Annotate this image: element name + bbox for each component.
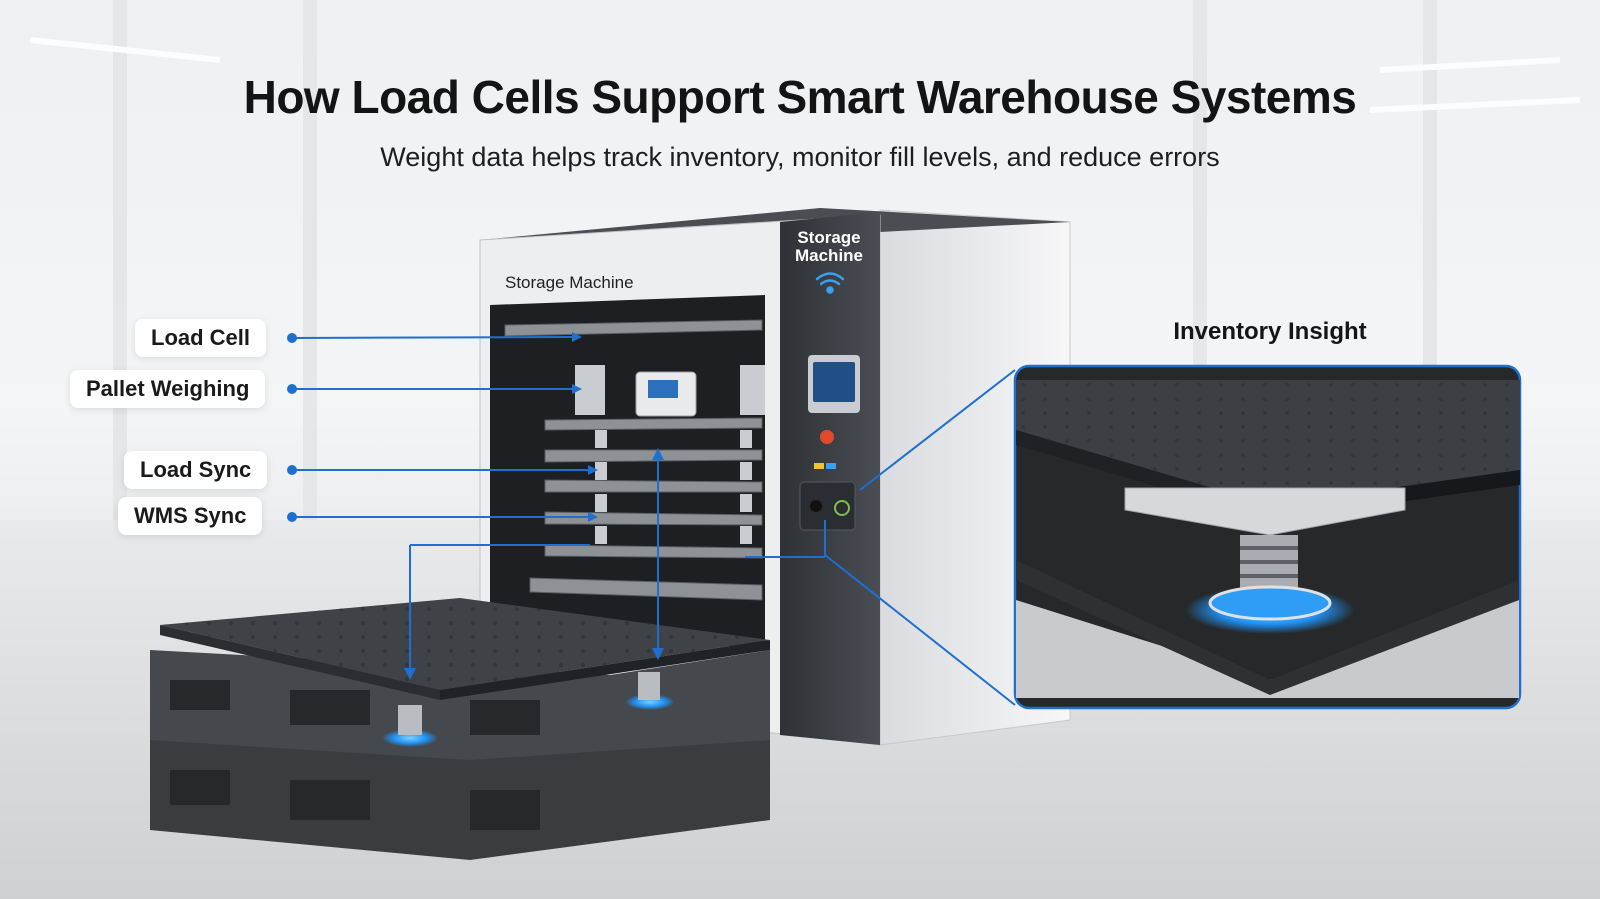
power-icon bbox=[834, 500, 850, 516]
control-screen bbox=[813, 362, 855, 402]
panel-label-line1: Storage bbox=[797, 228, 860, 247]
panel-label-line2: Machine bbox=[795, 246, 863, 265]
callout-wms-sync: WMS Sync bbox=[118, 497, 263, 535]
inventory-insight-inset bbox=[1013, 364, 1522, 710]
callout-load-cell: Load Cell bbox=[135, 319, 267, 357]
callout-pallet-weighing: Pallet Weighing bbox=[70, 370, 266, 408]
inset-title: Inventory Insight bbox=[1173, 318, 1367, 345]
wifi-icon bbox=[815, 272, 845, 294]
callout-load-sync: Load Sync bbox=[124, 451, 268, 489]
page-title: How Load Cells Support Smart Warehouse S… bbox=[243, 71, 1357, 123]
emergency-stop-icon bbox=[820, 430, 834, 444]
page-subtitle: Weight data helps track inventory, monit… bbox=[380, 142, 1220, 172]
machine-side-label: Storage Machine bbox=[505, 273, 634, 292]
pallet-stack bbox=[150, 598, 770, 860]
